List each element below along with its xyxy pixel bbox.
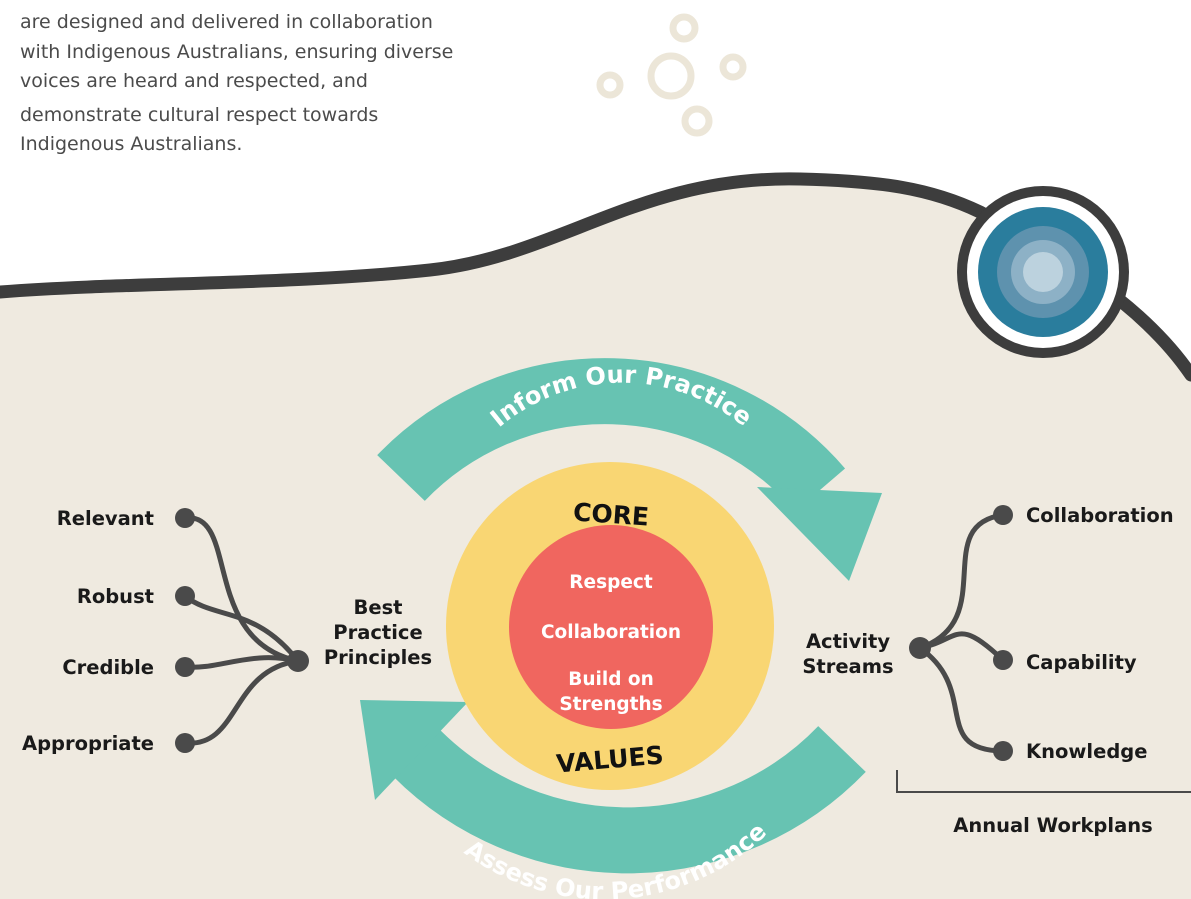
principle-robust: Robust — [77, 585, 154, 608]
stream-capability: Capability — [1026, 651, 1137, 674]
core-value-collaboration: Collaboration — [541, 622, 681, 643]
core-title: CORE — [572, 497, 650, 531]
principle-relevant: Relevant — [57, 507, 154, 530]
annual-workplans-bracket — [896, 770, 1191, 793]
activity-streams-hub: Collaboration Capability Knowledge Activ… — [802, 504, 1191, 837]
stream-knowledge: Knowledge — [1026, 740, 1147, 763]
intro-line: Indigenous Australians. — [20, 133, 243, 155]
annual-workplans-label: Annual Workplans — [953, 814, 1152, 837]
core-value-strengths: Strengths — [559, 694, 662, 715]
principle-appropriate: Appropriate — [22, 732, 154, 755]
emblem-icon — [957, 186, 1129, 358]
core-values-circle: CORE VALUES Respect Collaboration Build … — [446, 462, 774, 790]
best-practice-label-line: Best — [353, 596, 402, 619]
intro-line: voices are heard and respected, and — [20, 70, 368, 92]
decorative-circles — [596, 13, 747, 137]
core-value-build-on: Build on — [568, 669, 654, 690]
assess-our-performance-arrow: Assess Our Performance — [360, 700, 866, 899]
best-practice-principles-hub: Relevant Robust Credible Appropriate Bes… — [22, 507, 432, 755]
intro-line: are designed and delivered in collaborat… — [20, 11, 433, 33]
activity-streams-label-line: Streams — [802, 655, 893, 678]
intro-line: demonstrate cultural respect towards — [20, 103, 379, 126]
intro-paragraph: are designed and delivered in collaborat… — [20, 8, 560, 160]
best-practice-label-line: Principles — [324, 646, 432, 669]
inform-our-practice-arrow: Inform Our Practice — [377, 358, 882, 581]
best-practice-label-line: Practice — [333, 621, 422, 644]
activity-streams-label-line: Activity — [806, 630, 890, 653]
intro-line: with Indigenous Australians, ensuring di… — [20, 40, 454, 63]
core-value-respect: Respect — [569, 572, 653, 593]
stream-collaboration: Collaboration — [1026, 504, 1174, 527]
principle-credible: Credible — [62, 656, 154, 679]
